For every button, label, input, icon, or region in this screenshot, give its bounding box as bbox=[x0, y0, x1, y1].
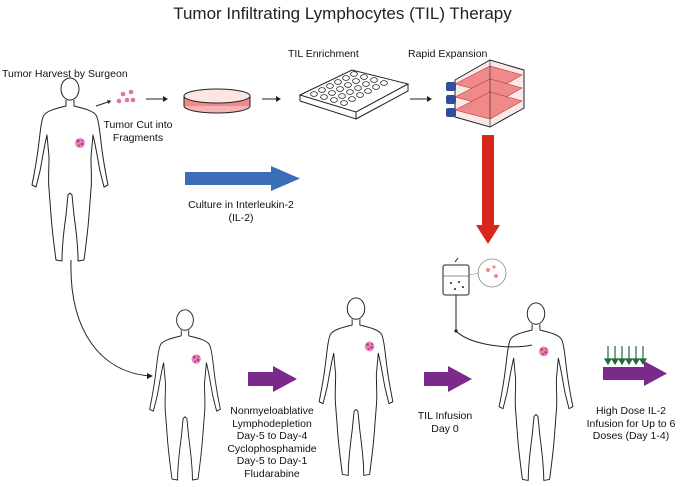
green-dose-arrows bbox=[603, 346, 648, 366]
label-til-enrichment: TIL Enrichment bbox=[288, 48, 359, 60]
label-culture: Culture in Interleukin-2 (IL-2) bbox=[188, 199, 294, 224]
tumor-icon bbox=[538, 346, 549, 357]
diagram-title: Tumor Infiltrating Lymphocytes (TIL) The… bbox=[173, 4, 512, 23]
label-til-infusion: TIL Infusion Day 0 bbox=[417, 410, 473, 435]
label-high-dose: High Dose IL-2 Infusion for Up to 6 Dose… bbox=[586, 405, 676, 442]
red-down-arrow bbox=[476, 135, 500, 244]
human-figure-icon bbox=[149, 309, 221, 481]
tumor-icon bbox=[191, 354, 201, 364]
culture-flask-stack-icon bbox=[446, 59, 525, 128]
tumor-fragments-icon bbox=[116, 89, 136, 104]
tumor-icon bbox=[364, 341, 375, 352]
human-figure-icon bbox=[498, 302, 574, 481]
purple-arrow-3 bbox=[603, 361, 667, 386]
iv-bag-icon bbox=[442, 257, 533, 348]
label-tumor-harvest: Tumor Harvest by Surgeon bbox=[2, 68, 128, 80]
tumor-icon bbox=[75, 138, 85, 148]
label-rapid-expansion: Rapid Expansion bbox=[408, 48, 488, 60]
petri-dish-icon bbox=[183, 88, 251, 114]
human-figure-icon bbox=[318, 297, 394, 476]
label-lymphodepletion: Nonmyeloablative Lymphodepletion Day-5 t… bbox=[227, 405, 317, 480]
label-tumor-cut: Tumor Cut into Fragments bbox=[103, 119, 173, 144]
blue-culture-arrow bbox=[185, 166, 300, 191]
well-plate-icon bbox=[298, 69, 410, 120]
curved-arrow bbox=[70, 259, 151, 377]
purple-arrow-1 bbox=[248, 366, 297, 392]
purple-arrow-2 bbox=[424, 366, 472, 392]
